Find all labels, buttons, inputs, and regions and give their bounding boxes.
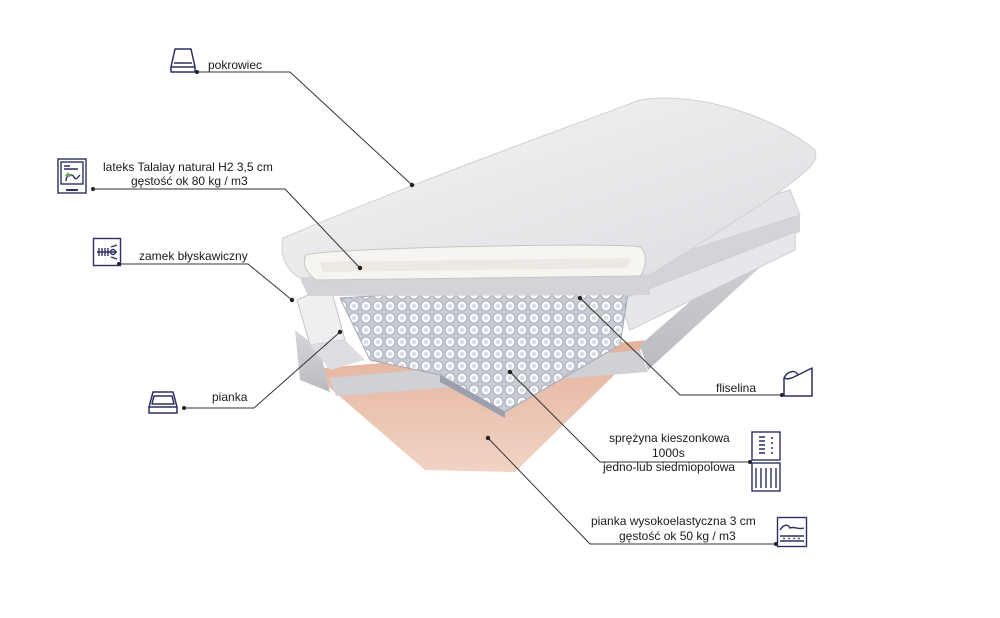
label-hr-foam-density: gęstość ok 50 kg / m3 bbox=[619, 529, 736, 543]
label-cover: pokrowiec bbox=[208, 58, 263, 72]
leader-hr-foam bbox=[487, 437, 776, 545]
label-zipper: zamek błyskawiczny bbox=[139, 249, 248, 263]
label-hr-foam-name: pianka wysokoelastyczna 3 cm bbox=[591, 514, 756, 528]
leader-latex bbox=[93, 188, 361, 269]
foam-layer-icon bbox=[148, 391, 178, 414]
label-spring-type: sprężyna kieszonkowa bbox=[609, 431, 730, 445]
latex-certificate-icon bbox=[57, 158, 87, 194]
label-latex-density: gęstość ok 80 kg / m3 bbox=[131, 174, 248, 188]
leader-zipper bbox=[119, 263, 293, 301]
leader-springs bbox=[509, 371, 750, 463]
leader-foam bbox=[184, 331, 341, 409]
fleece-fabric-icon bbox=[783, 367, 813, 397]
leader-fleece bbox=[579, 297, 782, 396]
label-spring-zones: jedno-lub siedmiopolowa bbox=[603, 460, 736, 474]
mattress-cover-icon bbox=[170, 48, 196, 73]
hr-foam-icon bbox=[776, 516, 808, 548]
leader-cover bbox=[197, 71, 413, 186]
label-fleece: fliselina bbox=[716, 381, 757, 395]
label-latex-name: lateks Talalay natural H2 3,5 cm bbox=[103, 160, 273, 174]
label-spring-count: 1000s bbox=[652, 446, 685, 460]
pocket-spring-icon bbox=[751, 431, 781, 492]
zipper-icon bbox=[92, 237, 122, 267]
leader-lines bbox=[93, 71, 782, 545]
leader-dots bbox=[91, 70, 784, 546]
label-foam: pianka bbox=[212, 390, 248, 404]
top-cover bbox=[281, 97, 817, 296]
